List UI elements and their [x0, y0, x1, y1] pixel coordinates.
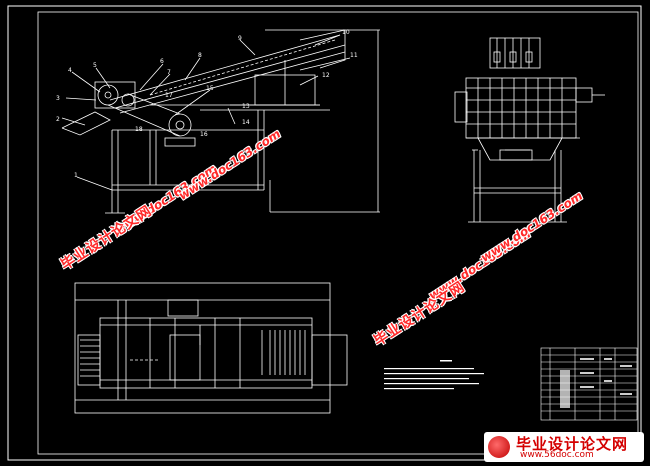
- side-view: [61, 29, 380, 214]
- title-block: [540, 347, 638, 421]
- part-label-9: 9: [238, 35, 242, 42]
- part-label-6: 6: [160, 58, 164, 65]
- part-label-10: 10: [342, 29, 350, 36]
- part-label-12: 12: [322, 72, 330, 79]
- part-labels: 4 5 3 2 6 7 8 9 10 11 12 13 14 15 16 17 …: [56, 29, 358, 179]
- part-label-2: 2: [56, 116, 60, 123]
- part-label-11: 11: [350, 52, 358, 59]
- technical-notes: [384, 360, 484, 390]
- part-label-18: 18: [135, 126, 143, 133]
- badge-title: 毕业设计论文网: [516, 435, 629, 453]
- top-view: [74, 282, 348, 414]
- parts-list-texture: [560, 358, 632, 408]
- badge-url[interactable]: www.56doc.com: [520, 450, 594, 460]
- part-label-5: 5: [93, 62, 97, 69]
- site-badge[interactable]: 毕业设计论文网 www.56doc.com: [484, 432, 644, 462]
- part-label-13: 13: [242, 103, 250, 110]
- part-label-1: 1: [74, 172, 78, 179]
- drawing-inner-border: [37, 11, 639, 455]
- part-label-8: 8: [198, 52, 202, 59]
- part-label-3: 3: [56, 95, 60, 102]
- part-label-7: 7: [167, 69, 171, 76]
- part-label-16: 16: [200, 131, 208, 138]
- part-label-15: 15: [206, 85, 214, 92]
- part-label-17: 17: [165, 92, 173, 99]
- part-label-4: 4: [68, 67, 72, 74]
- drawing-border: [7, 5, 642, 461]
- part-label-14: 14: [242, 119, 250, 126]
- front-view: [454, 37, 605, 223]
- site-logo-icon: [488, 436, 510, 458]
